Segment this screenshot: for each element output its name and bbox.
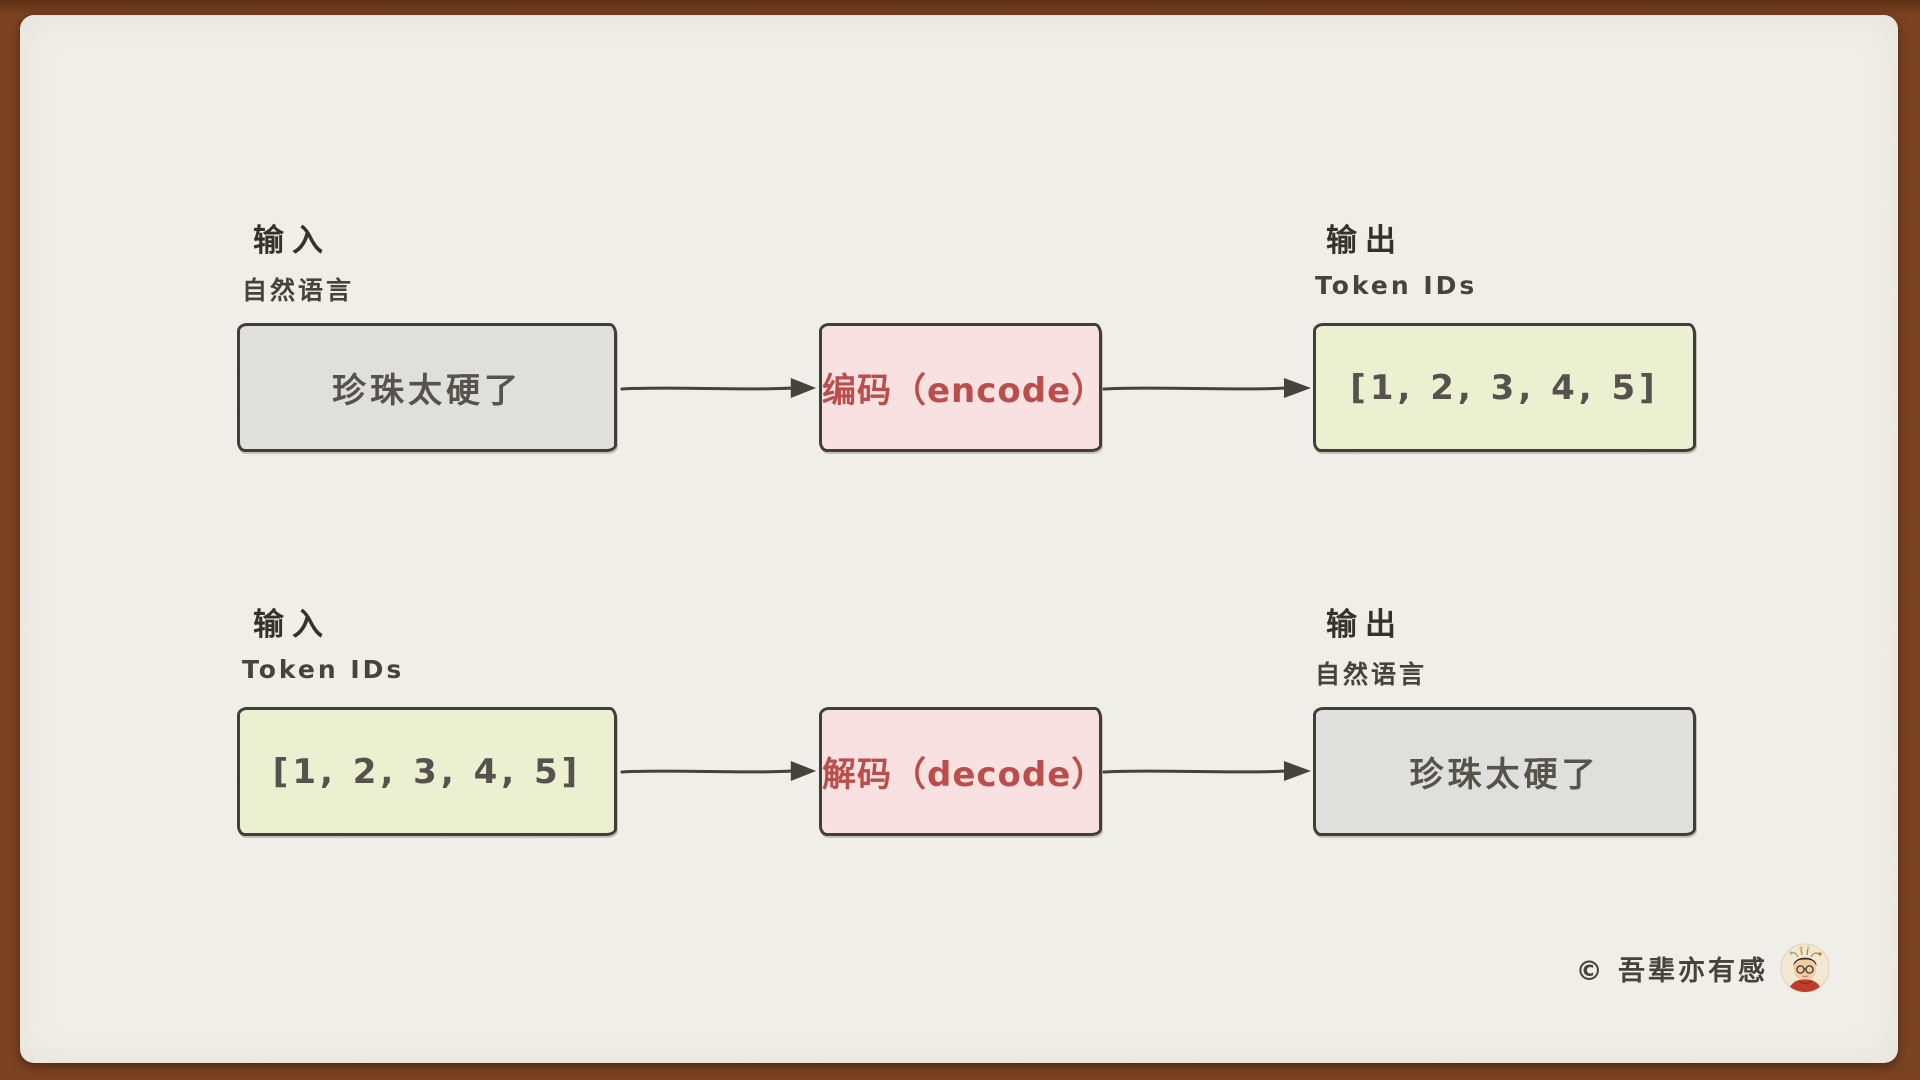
input-label-subtitle: Token IDs	[242, 655, 405, 684]
output-label-subtitle: Token IDs	[1315, 271, 1478, 300]
paper-texture	[20, 15, 1898, 1063]
input-label-title: 输入	[253, 223, 331, 259]
decode-input-label: 输入 Token IDs	[242, 599, 404, 684]
encode-source-box: 珍珠太硬了	[237, 323, 617, 452]
encode-output-label: 输出 Token IDs	[1315, 215, 1477, 300]
copyright-text: © 吾辈亦有感	[1575, 955, 1768, 987]
decode-output-label: 输出 自然语言	[1315, 599, 1427, 691]
output-label-subtitle: 自然语言	[1315, 660, 1428, 689]
encode-process-box: 编码（encode）	[819, 323, 1105, 452]
output-label-title: 输出	[1326, 223, 1404, 259]
footer-signature: © 吾辈亦有感	[1576, 943, 1830, 993]
input-label-subtitle: 自然语言	[242, 276, 355, 305]
input-label-title: 输入	[253, 607, 331, 643]
flow-arrow-icon	[620, 378, 817, 398]
flow-arrow-icon	[1102, 761, 1311, 781]
output-label-title: 输出	[1326, 607, 1404, 643]
decode-process-box: 解码（decode）	[819, 707, 1105, 836]
encode-input-label: 输入 自然语言	[242, 215, 354, 307]
flow-arrow-icon	[620, 761, 817, 781]
decode-result-box: 珍珠太硬了	[1313, 707, 1696, 836]
flow-arrow-icon	[1102, 378, 1311, 398]
decode-source-box: [1, 2, 3, 4, 5]	[237, 707, 617, 836]
paper-canvas: 输入 自然语言 输出 Token IDs 珍珠太硬了 编码（encode） [1…	[20, 15, 1898, 1063]
author-avatar	[1780, 943, 1830, 993]
encode-result-box: [1, 2, 3, 4, 5]	[1313, 323, 1696, 452]
